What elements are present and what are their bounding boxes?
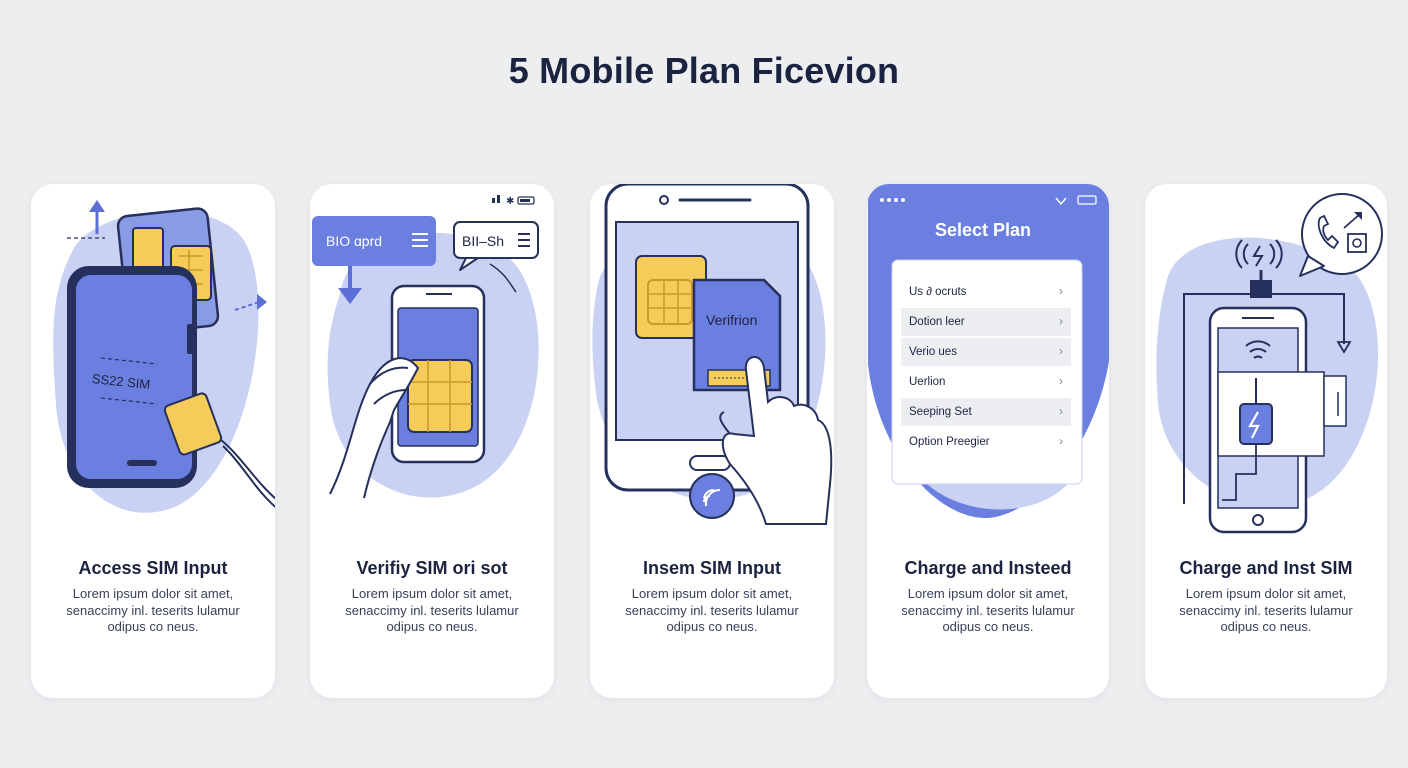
bubble-right-label: BII–Sh [462,233,504,249]
sim-card-icon [635,255,707,339]
plan-option[interactable]: Seeping Set› [901,398,1071,426]
chevron-right-icon: › [1059,406,1063,418]
card-title: Verifiy SIM ori sot [356,558,508,578]
plan-option[interactable]: Us ∂ ocruts› [909,286,1063,298]
phone-call-bubble-icon [1299,193,1383,277]
wifi-icon [1245,340,1271,359]
step-card-5[interactable]: Charge and Inst SIM Lorem ipsum dolor si… [1145,184,1387,698]
verify-sim-illustration: ✱ BIO ɑprd BII–Sh [312,195,539,499]
card-description: Lorem ipsum dolor sit amet, senaccimy in… [625,586,799,634]
card-description: Lorem ipsum dolor sit amet, senaccimy in… [901,586,1075,634]
card-label: Verifrion [706,312,757,328]
plan-option[interactable]: Verio ues› [901,338,1071,366]
step-card-3[interactable]: Verifrion Insem SIM Input Lorem ipsum do… [590,184,834,698]
chevron-right-icon: › [1059,316,1063,328]
phone-label: SS22 SIM [91,371,151,392]
card-description: Lorem ipsum dolor sit amet, senaccimy in… [345,586,519,634]
card-title: Access SIM Input [78,558,228,578]
menu-icon [412,233,428,247]
card-title: Charge and Insteed [904,558,1072,578]
status-bar-icons: ✱ [492,195,535,207]
plan-options-list: Us ∂ ocruts› Dotion leer› Verio ues› Uer… [901,278,1071,458]
card-description: Lorem ipsum dolor sit amet, senaccimy in… [66,586,240,634]
plan-option[interactable]: Uerlion› [909,376,1063,388]
card-title: Charge and Inst SIM [1179,558,1353,578]
bubble-left-label: BIO ɑprd [326,233,382,249]
arrow-right-icon [234,294,267,311]
plan-option[interactable]: Option Preegier› [909,436,1063,448]
sim-card-icon [163,392,223,456]
card-title: Insem SIM Input [642,558,781,578]
status-bar-icons [880,195,1097,206]
contactless-icon [703,488,721,507]
chevron-right-icon: › [1059,286,1063,298]
insert-sim-illustration: Verifrion [592,184,833,525]
menu-icon [518,233,530,247]
arrow-down-icon [338,266,362,304]
chevron-right-icon: › [1059,346,1063,358]
plan-option[interactable]: Dotion leer› [901,308,1071,336]
wireless-signal-icon [1235,239,1283,269]
step-card-2[interactable]: ✱ BIO ɑprd BII–Sh Veri [310,184,554,698]
sim-tray-illustration: SS22 SIM [53,200,275,513]
charge-sim-illustration [1156,193,1383,534]
bolt-icon [1248,411,1260,439]
step-card-1[interactable]: SS22 SIM Access SIM Input Lorem ipsum do… [31,184,275,698]
chevron-right-icon: › [1059,376,1063,388]
step-card-4[interactable]: Select Plan Us ∂ ocruts› Dotion leer› Ve… [867,184,1109,698]
arrow-up-icon [67,200,105,239]
svg-text:✱: ✱ [506,196,514,207]
chevron-right-icon: › [1059,436,1063,448]
page-title: 5 Mobile Plan Ficevion [508,50,900,91]
screen-title: Select Plan [935,220,1031,240]
nfc-button[interactable] [689,473,735,519]
card-description: Lorem ipsum dolor sit amet, senaccimy in… [1179,586,1353,634]
